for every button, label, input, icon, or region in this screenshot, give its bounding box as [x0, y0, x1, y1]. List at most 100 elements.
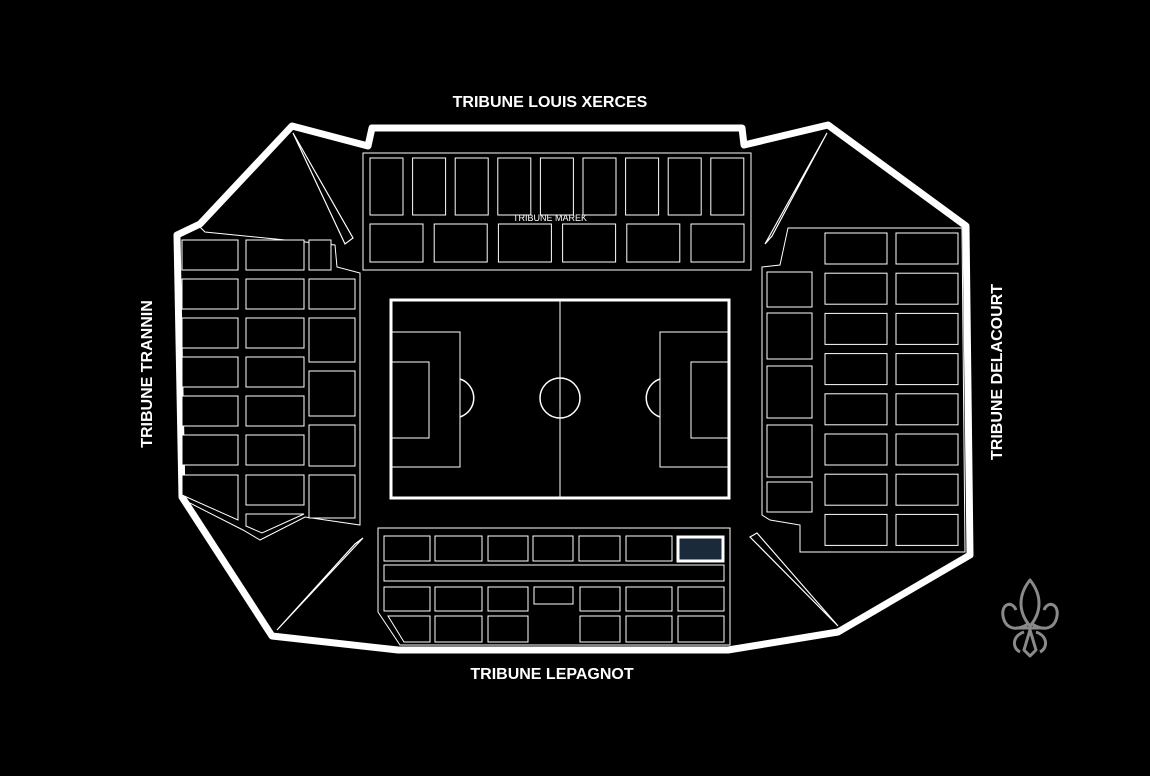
south-middle-section[interactable]: [579, 586, 621, 612]
football-pitch: [389, 298, 731, 500]
south-lower-section[interactable]: [487, 615, 529, 643]
left-goal-area: [390, 361, 430, 439]
south-middle-section[interactable]: [434, 586, 483, 612]
stand-label-east: TRIBUNE DELACOURT: [989, 284, 1006, 460]
north-lower-section[interactable]: [690, 223, 745, 263]
north-lower-section[interactable]: [562, 223, 617, 263]
east-inner-section[interactable]: [766, 365, 813, 419]
south-upper-section[interactable]: [578, 535, 621, 562]
north-lower-section[interactable]: [497, 223, 552, 263]
east-inner-section[interactable]: [766, 271, 813, 308]
north-upper-section[interactable]: [412, 157, 447, 216]
east-section[interactable]: [895, 272, 959, 305]
west-section[interactable]: [245, 356, 305, 388]
west-section[interactable]: [308, 239, 332, 271]
east-section[interactable]: [895, 513, 959, 546]
west-section[interactable]: [181, 239, 239, 271]
west-section[interactable]: [308, 317, 356, 363]
east-section[interactable]: [824, 312, 888, 345]
west-section[interactable]: [308, 278, 356, 310]
west-section[interactable]: [181, 434, 239, 466]
west-section[interactable]: [181, 474, 239, 521]
north-upper-section[interactable]: [710, 157, 745, 216]
stand-label-west: TRIBUNE TRANNIN: [139, 300, 156, 448]
west-section[interactable]: [245, 474, 305, 506]
west-section[interactable]: [181, 356, 239, 388]
right-goal-area: [690, 361, 730, 439]
east-section[interactable]: [895, 232, 959, 265]
right-penalty-area: [659, 331, 730, 468]
south-middle-section[interactable]: [383, 586, 431, 612]
east-section[interactable]: [895, 433, 959, 466]
west-section[interactable]: [308, 370, 356, 417]
west-section[interactable]: [245, 513, 305, 534]
south-middle-section[interactable]: [487, 586, 529, 612]
north-lower-section[interactable]: [626, 223, 681, 263]
left-penalty-area: [390, 331, 461, 468]
east-inner-section[interactable]: [766, 424, 813, 478]
east-section[interactable]: [824, 232, 888, 265]
west-section[interactable]: [181, 278, 239, 310]
south-lower-section[interactable]: [387, 615, 431, 643]
north-upper-section[interactable]: [369, 157, 404, 216]
centre-circle: [539, 377, 581, 419]
north-upper-section[interactable]: [497, 157, 532, 216]
north-upper-section[interactable]: [625, 157, 660, 216]
east-section[interactable]: [824, 473, 888, 506]
west-section[interactable]: [245, 317, 305, 349]
left-penalty-arc: [459, 378, 475, 418]
north-stand-sections: [369, 157, 745, 263]
stand-label-north-inner: TRIBUNE MAREK: [512, 213, 587, 223]
east-section[interactable]: [824, 272, 888, 305]
south-upper-section-selected[interactable]: [676, 535, 725, 563]
north-lower-section[interactable]: [369, 223, 424, 263]
south-stand-sections: [383, 535, 725, 643]
south-upper-section[interactable]: [625, 535, 673, 562]
south-walkway-section[interactable]: [383, 564, 725, 582]
south-upper-section[interactable]: [487, 535, 529, 562]
east-section[interactable]: [895, 473, 959, 506]
north-upper-section[interactable]: [582, 157, 617, 216]
west-section[interactable]: [308, 424, 356, 467]
north-upper-section[interactable]: [454, 157, 489, 216]
stand-label-north: TRIBUNE LOUIS XERCES: [452, 94, 648, 111]
south-lower-section[interactable]: [625, 615, 673, 643]
east-section[interactable]: [895, 393, 959, 426]
right-penalty-arc: [645, 378, 661, 418]
south-lower-section[interactable]: [677, 615, 725, 643]
west-section[interactable]: [181, 317, 239, 349]
east-inner-section[interactable]: [766, 481, 813, 513]
east-section[interactable]: [824, 393, 888, 426]
north-lower-section[interactable]: [433, 223, 488, 263]
north-upper-section[interactable]: [539, 157, 574, 216]
east-section[interactable]: [824, 353, 888, 386]
west-stand: [179, 226, 361, 541]
west-section[interactable]: [245, 434, 305, 466]
east-section[interactable]: [895, 353, 959, 386]
west-section[interactable]: [181, 395, 239, 427]
east-section[interactable]: [895, 312, 959, 345]
south-upper-section[interactable]: [383, 535, 431, 562]
south-middle-section[interactable]: [625, 586, 673, 612]
south-upper-section[interactable]: [532, 535, 574, 562]
stadium-outer-wall: [173, 121, 974, 654]
west-section[interactable]: [245, 395, 305, 427]
fleur-de-lis-icon: [1001, 578, 1059, 658]
east-section[interactable]: [824, 433, 888, 466]
south-lower-section[interactable]: [434, 615, 483, 643]
west-stand-sections: [181, 239, 356, 534]
east-inner-section[interactable]: [766, 312, 813, 360]
south-middle-section[interactable]: [677, 586, 725, 612]
north-stand: [362, 152, 752, 271]
south-upper-section[interactable]: [434, 535, 483, 562]
west-section[interactable]: [245, 278, 305, 310]
corner-wedges: [276, 132, 839, 631]
west-section[interactable]: [308, 474, 356, 519]
north-upper-section[interactable]: [667, 157, 702, 216]
south-box-section[interactable]: [533, 586, 574, 605]
east-section[interactable]: [824, 513, 888, 546]
south-lower-section[interactable]: [579, 615, 621, 643]
stand-label-south: TRIBUNE LEPAGNOT: [470, 666, 634, 683]
west-section[interactable]: [245, 239, 305, 271]
